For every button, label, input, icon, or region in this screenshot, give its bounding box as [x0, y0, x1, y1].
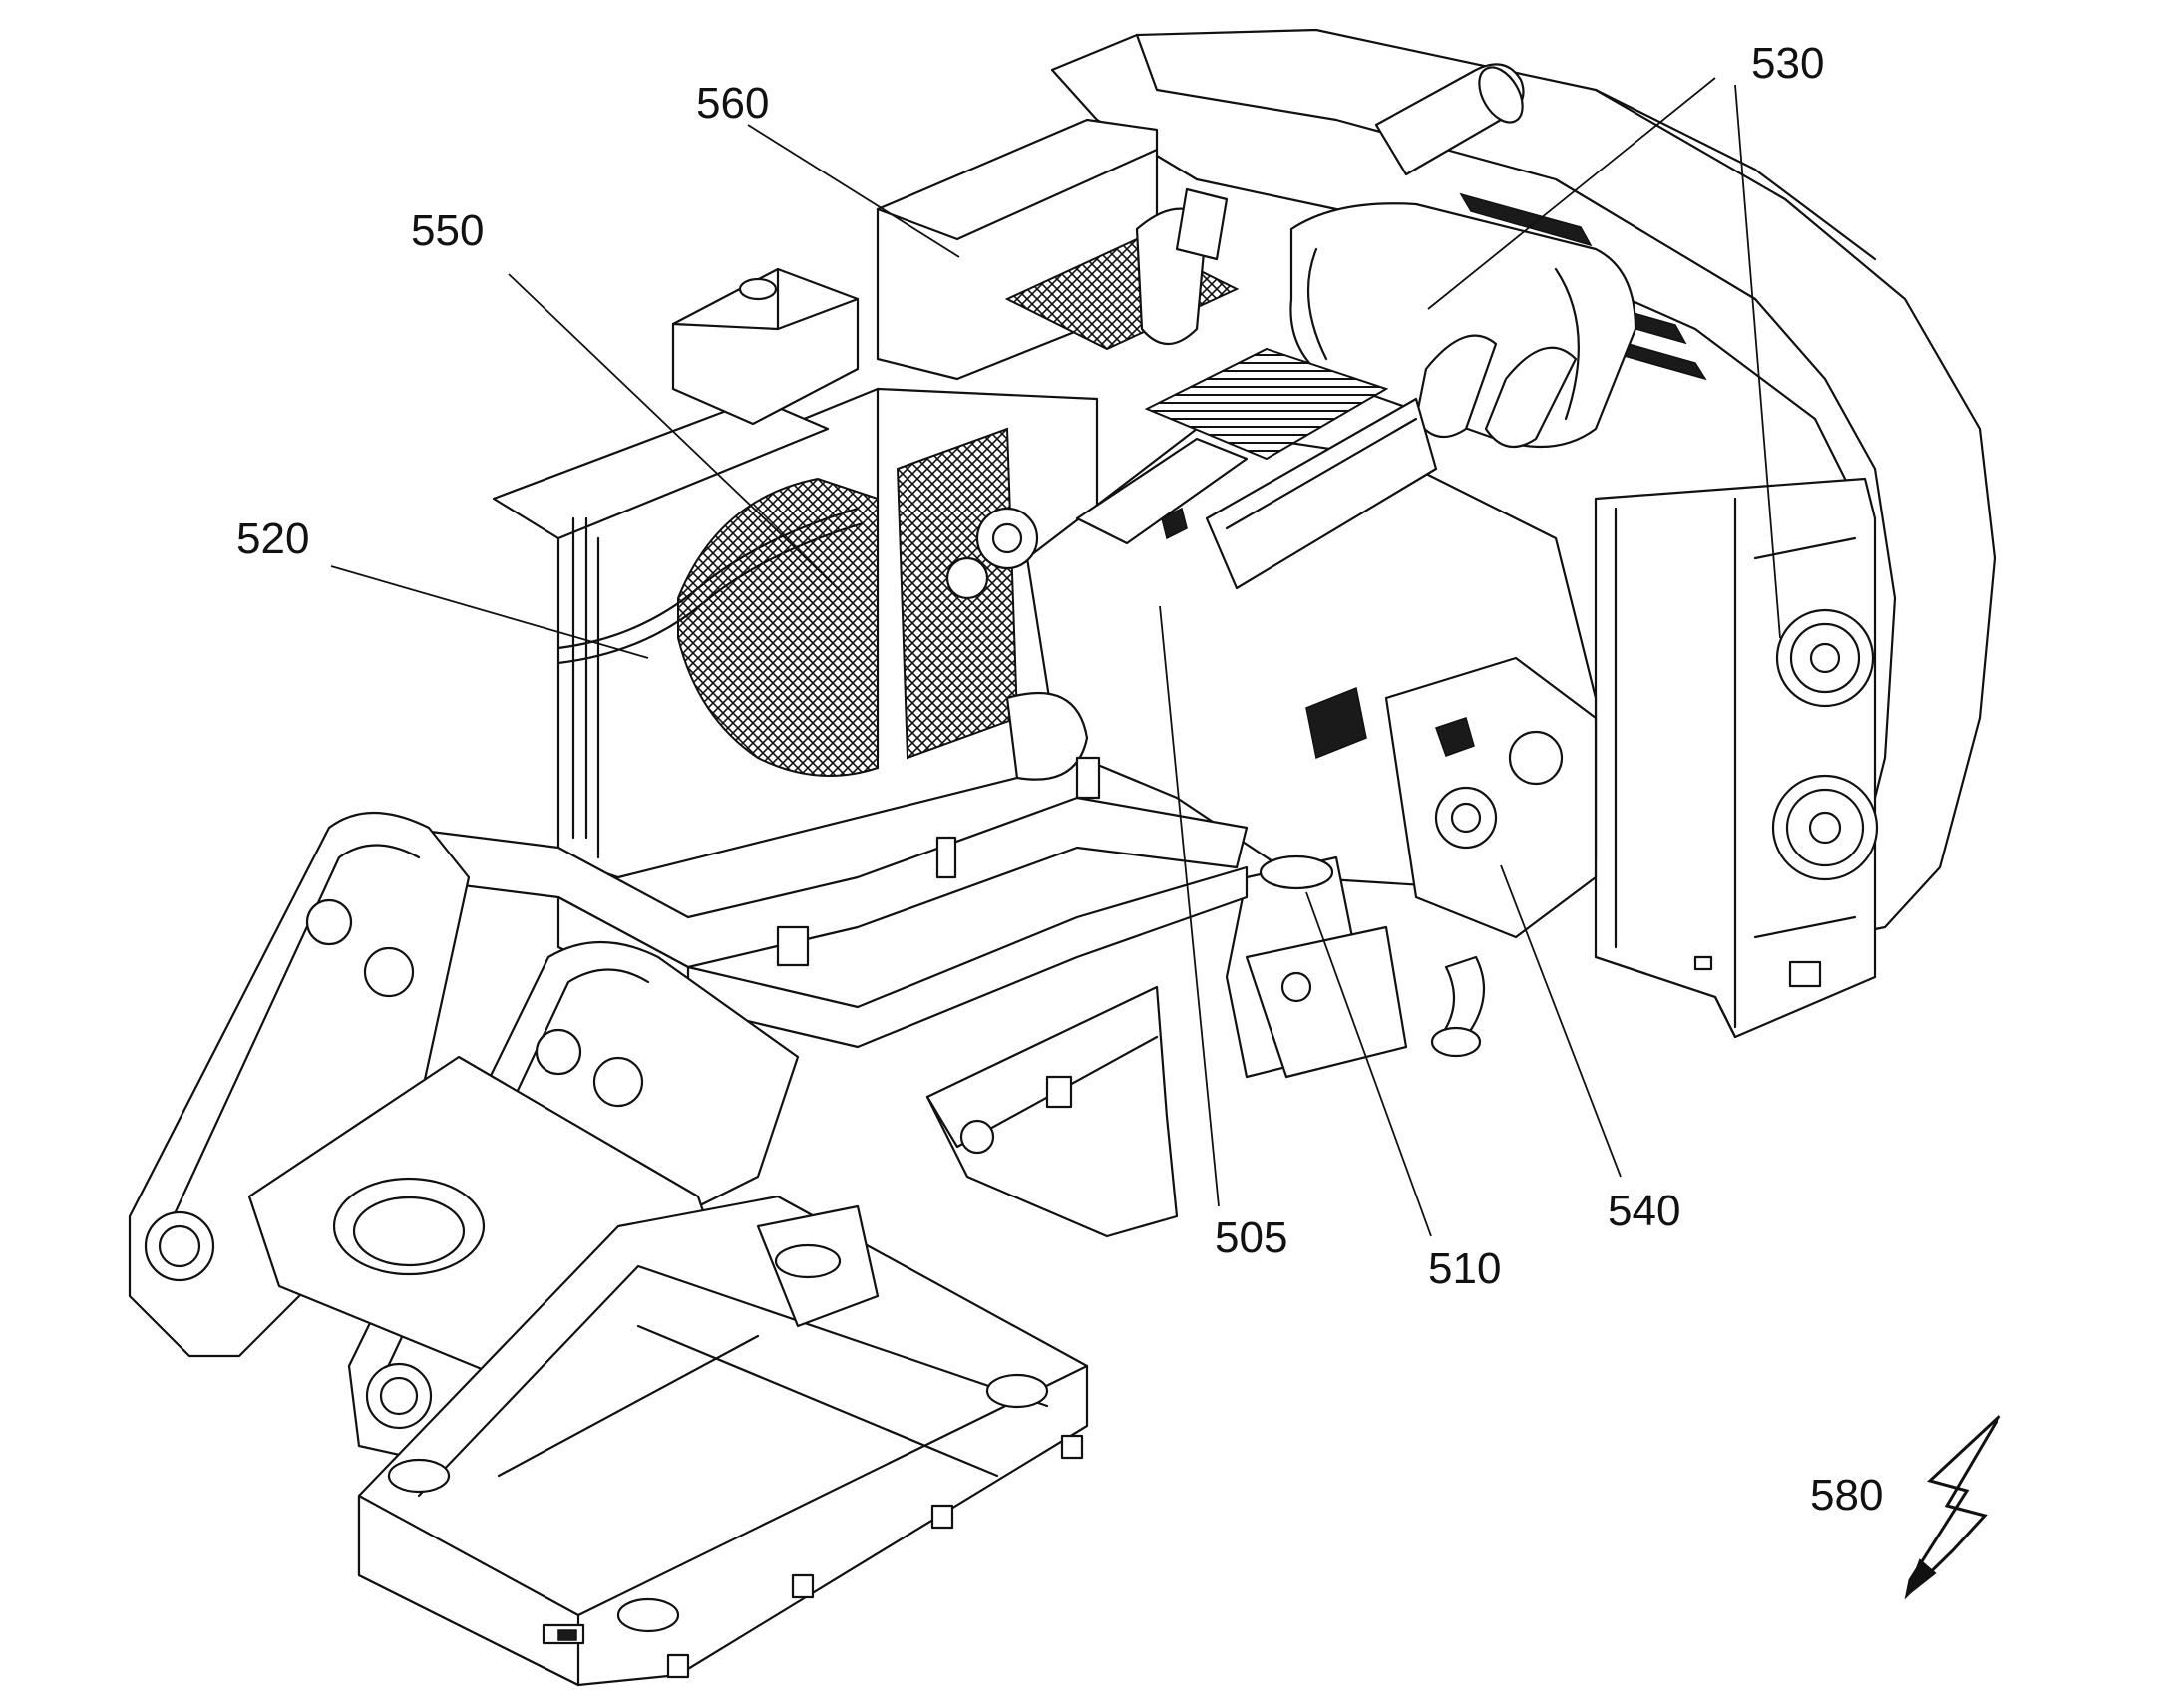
leader-540: [1500, 864, 1622, 1178]
main-frame: [128, 756, 1249, 1468]
label-520: 520: [236, 514, 309, 563]
rear-counterweight-frame: [357, 1195, 1089, 1687]
leader-505: [1159, 605, 1220, 1207]
lightning-bolt-icon: [1904, 1414, 2001, 1600]
engine-block: [945, 187, 1598, 1079]
label-560: 560: [696, 79, 769, 128]
label-580: 580: [1810, 1471, 1883, 1520]
right-fan-housing: [1594, 477, 1879, 1039]
label-550: 550: [411, 206, 484, 255]
leader-510: [1305, 891, 1432, 1237]
label-510: 510: [1428, 1244, 1501, 1293]
label-505: 505: [1215, 1213, 1287, 1262]
leader-560: [747, 124, 960, 258]
exhaust-stack: [1374, 63, 1525, 176]
leader-550: [508, 273, 844, 594]
reference-labels: 560 550 530 520 505 510 540 580: [236, 39, 1883, 1520]
label-530: 530: [1751, 39, 1824, 88]
leader-520: [330, 565, 649, 659]
leader-530: [1427, 77, 1781, 639]
label-540: 540: [1608, 1187, 1680, 1235]
